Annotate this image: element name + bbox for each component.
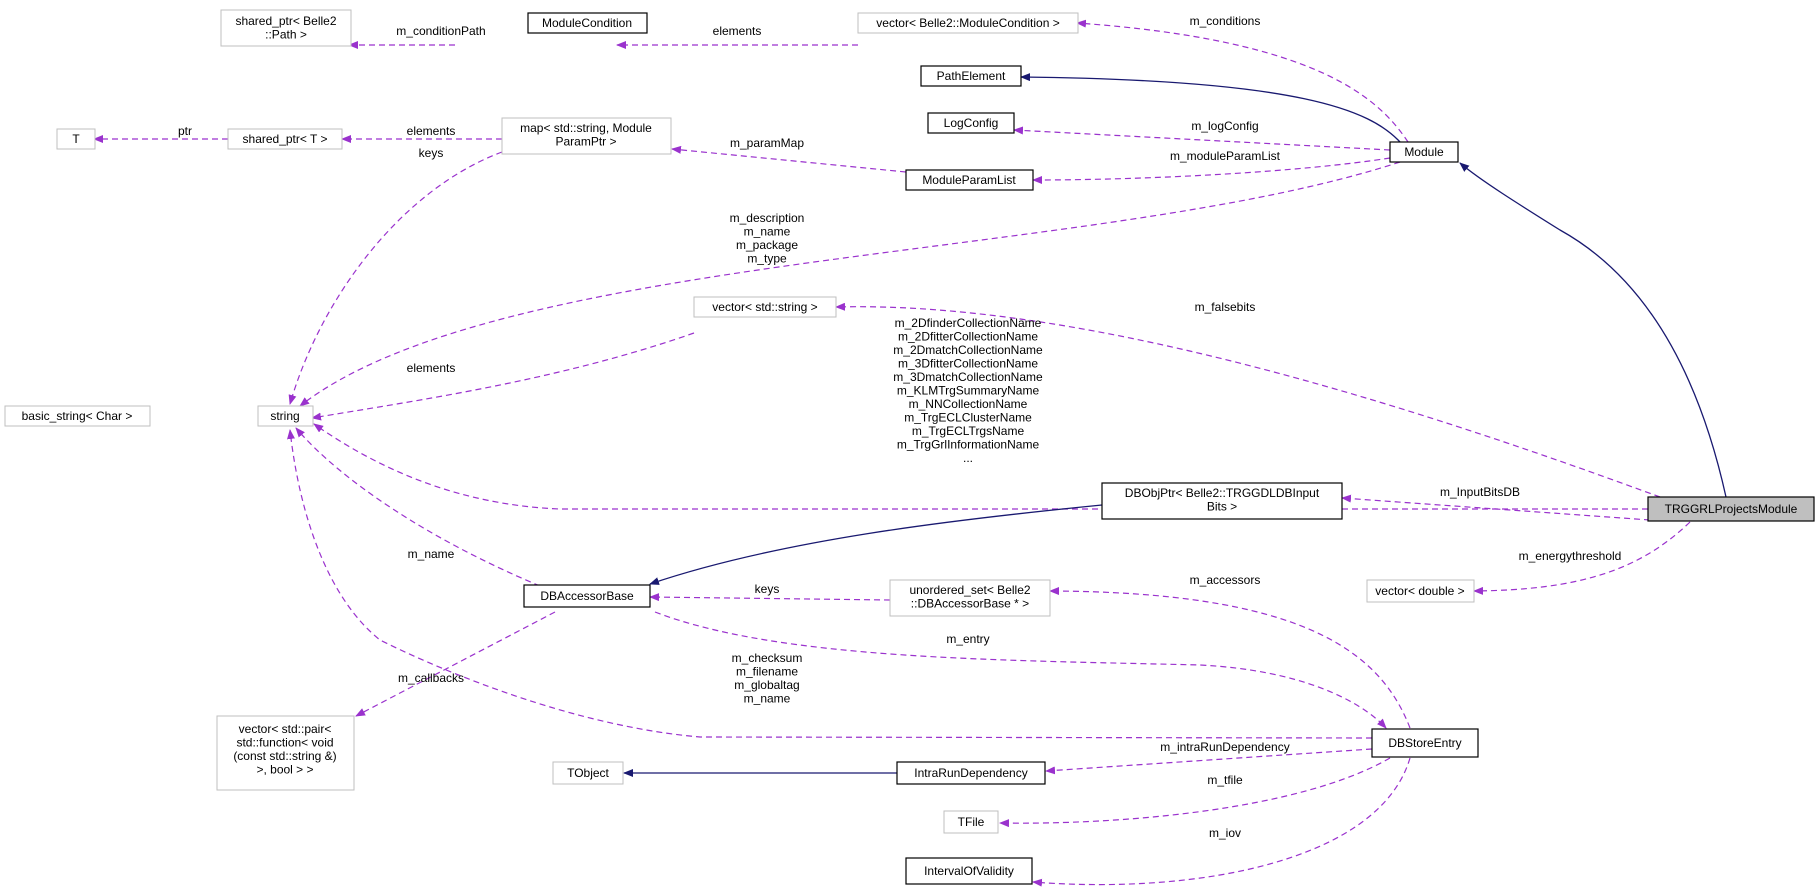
edge-trggrl-strings xyxy=(313,423,1648,510)
svg-text:vector< Belle2::ModuleConditio: vector< Belle2::ModuleCondition > xyxy=(876,16,1059,30)
edge-inherit-pathelement xyxy=(1020,73,1401,143)
edge-m-falsebits xyxy=(835,302,1661,498)
edge-m-moduleparamlist xyxy=(1032,157,1391,184)
label-m-parammap: m_paramMap xyxy=(730,136,804,150)
svg-text:vector< double >: vector< double > xyxy=(1375,584,1464,598)
label-m-iov: m_iov xyxy=(1209,826,1241,840)
svg-text:PathElement: PathElement xyxy=(937,69,1006,83)
svg-text:IntervalOfValidity: IntervalOfValidity xyxy=(924,864,1014,878)
label-elements: elements xyxy=(407,124,456,138)
svg-text:IntraRunDependency: IntraRunDependency xyxy=(914,766,1027,780)
label-m-energythreshold: m_energythreshold xyxy=(1519,549,1622,563)
node-module[interactable]: Module xyxy=(1389,141,1459,163)
node-shared-ptr-path[interactable]: shared_ptr< Belle2::Path > xyxy=(220,9,352,47)
svg-text:T: T xyxy=(72,132,80,146)
label-m-tfile: m_tfile xyxy=(1207,773,1243,787)
label-keys: keys xyxy=(419,146,444,160)
label-m-inputbitsdb: m_InputBitsDB xyxy=(1440,485,1520,499)
svg-text:ModuleParamList: ModuleParamList xyxy=(922,173,1016,187)
edge-m-name-dba xyxy=(295,427,541,587)
edge-dbstore-strings xyxy=(287,429,1373,739)
svg-text:unordered_set< Belle2::DBAcces: unordered_set< Belle2::DBAccessorBase * … xyxy=(909,583,1030,611)
svg-text:TFile: TFile xyxy=(958,815,985,829)
node-module-condition[interactable]: ModuleCondition xyxy=(527,12,648,34)
label-m-name: m_name xyxy=(408,547,455,561)
label-elements: elements xyxy=(407,361,456,375)
label-m-entry: m_entry xyxy=(946,632,989,646)
node-vector-module-condition[interactable]: vector< Belle2::ModuleCondition > xyxy=(857,12,1079,34)
label-m-moduleparamlist: m_moduleParamList xyxy=(1170,149,1281,163)
node-shared-ptr-t[interactable]: shared_ptr< T > xyxy=(227,128,343,150)
node-basic-string[interactable]: basic_string< Char > xyxy=(4,405,151,427)
svg-text:vector< std::pair<std::functio: vector< std::pair<std::function< void(co… xyxy=(233,722,336,777)
label-m-accessors: m_accessors xyxy=(1190,573,1261,587)
node-db-store-entry[interactable]: DBStoreEntry xyxy=(1371,728,1479,758)
svg-text:ModuleCondition: ModuleCondition xyxy=(542,16,632,30)
edge-inherit-dbaccessorbase xyxy=(649,504,1103,585)
svg-text:TRGGRLProjectsModule: TRGGRLProjectsModule xyxy=(1665,502,1798,516)
node-path-element[interactable]: PathElement xyxy=(920,65,1022,87)
label-m-falsebits: m_falsebits xyxy=(1195,300,1256,314)
edge-m-callbacks xyxy=(355,611,556,717)
edge-m-intrarundependency xyxy=(1045,748,1373,775)
svg-text:DBStoreEntry: DBStoreEntry xyxy=(1388,736,1461,750)
edge-m-inputbitsdb xyxy=(1341,494,1651,521)
edge-m-conditions xyxy=(1076,19,1409,143)
label-m-conditions: m_conditions xyxy=(1190,14,1261,28)
label-m-intrarundependency: m_intraRunDependency xyxy=(1160,740,1289,754)
label-keys: keys xyxy=(755,582,780,596)
svg-text:DBAccessorBase: DBAccessorBase xyxy=(540,589,634,603)
node-intra-run-dependency[interactable]: IntraRunDependency xyxy=(896,761,1046,785)
node-log-config[interactable]: LogConfig xyxy=(927,112,1015,134)
label-m-callbacks: m_callbacks xyxy=(398,671,464,685)
edge-m-entry xyxy=(654,611,1387,729)
label-ptr: ptr xyxy=(178,124,192,138)
edge-m-iov xyxy=(1032,757,1411,887)
node-vector-pair[interactable]: vector< std::pair<std::function< void(co… xyxy=(216,715,355,791)
edge-m-logconfig xyxy=(1013,126,1391,151)
node-tobject[interactable]: TObject xyxy=(552,761,624,785)
svg-text:basic_string< Char >: basic_string< Char > xyxy=(22,409,133,423)
node-string[interactable]: string xyxy=(257,405,314,427)
node-t[interactable]: T xyxy=(56,128,96,150)
svg-text:TObject: TObject xyxy=(567,766,609,780)
label-m-logconfig: m_logConfig xyxy=(1191,119,1258,133)
edge-inherit-module xyxy=(1459,162,1727,498)
node-unordered-set[interactable]: unordered_set< Belle2::DBAccessorBase * … xyxy=(889,579,1051,617)
edge-m-tfile xyxy=(999,757,1391,828)
edge-elements-vector xyxy=(311,332,695,421)
svg-text:vector< std::string >: vector< std::string > xyxy=(712,300,817,314)
node-tfile[interactable]: TFile xyxy=(943,810,999,834)
edges xyxy=(93,19,1727,887)
label-elements: elements xyxy=(713,24,762,38)
svg-text:shared_ptr< T >: shared_ptr< T > xyxy=(243,132,328,146)
edge-keys-map xyxy=(288,151,503,405)
svg-text:LogConfig: LogConfig xyxy=(944,116,999,130)
edge-m-accessors xyxy=(1049,587,1411,729)
label-m-conditionpath: m_conditionPath xyxy=(396,24,485,38)
edge-keys-set xyxy=(649,593,891,602)
edge-labels: m_conditionPath elements m_conditions m_… xyxy=(178,14,1621,840)
edge-module-strings xyxy=(299,161,1401,407)
svg-text:string: string xyxy=(270,409,299,423)
edge-m-energythreshold xyxy=(1473,521,1691,595)
node-vector-double[interactable]: vector< double > xyxy=(1366,579,1475,603)
edge-m-parammap xyxy=(671,145,907,173)
node-module-param-list[interactable]: ModuleParamList xyxy=(905,169,1034,191)
node-trggrl-projects-module[interactable]: TRGGRLProjectsModule xyxy=(1647,496,1815,522)
svg-text:Module: Module xyxy=(1404,145,1444,159)
node-interval-of-validity[interactable]: IntervalOfValidity xyxy=(905,857,1033,885)
node-db-accessor-base[interactable]: DBAccessorBase xyxy=(523,584,651,608)
svg-text:shared_ptr< Belle2::Path >: shared_ptr< Belle2::Path > xyxy=(235,14,336,42)
node-vector-string[interactable]: vector< std::string > xyxy=(693,296,837,318)
